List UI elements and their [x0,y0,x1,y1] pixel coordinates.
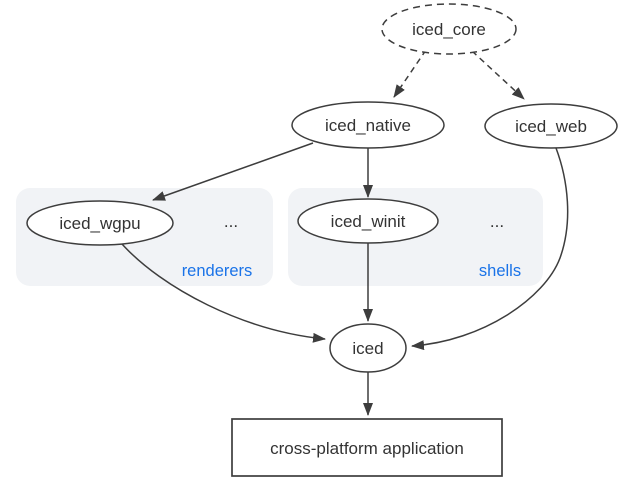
edge-iced-web-to-iced [411,147,569,351]
iced-web-ellipse [484,103,618,149]
node-iced-core: iced_core [381,3,517,55]
iced-ellipse [329,323,407,373]
iced-wgpu-label: iced_wgpu [59,214,140,233]
edge-iced-native-to-iced-wgpu [152,142,314,201]
iced-winit-ellipse [297,198,439,244]
iced-native-ellipse [291,101,445,149]
edge-iced-core-to-iced-native [393,49,427,98]
application-label: cross-platform application [270,439,464,458]
node-cross-platform-application: cross-platform application [231,418,503,477]
iced-label: iced [352,339,383,358]
iced-wgpu-ellipse [26,200,174,246]
renderers-ellipsis: ... [224,212,238,231]
renderers-group-label: renderers [182,262,253,280]
iced-core-ellipse [381,3,517,55]
node-iced-native: iced_native [291,101,445,149]
iced-winit-label: iced_winit [331,212,406,231]
iced-web-label: iced_web [515,117,587,136]
iced-native-label: iced_native [325,116,411,135]
node-iced-web: iced_web [484,103,618,149]
shells-group-label: shells [479,262,521,280]
iced-core-label: iced_core [412,20,486,39]
node-iced-wgpu: iced_wgpu [26,200,174,246]
edge-iced-core-to-iced-web [471,50,525,100]
edge-iced-wgpu-to-iced [121,243,326,343]
application-rect [231,418,503,477]
node-iced-winit: iced_winit [297,198,439,244]
node-iced: iced [329,323,407,373]
shells-ellipsis: ... [490,212,504,231]
